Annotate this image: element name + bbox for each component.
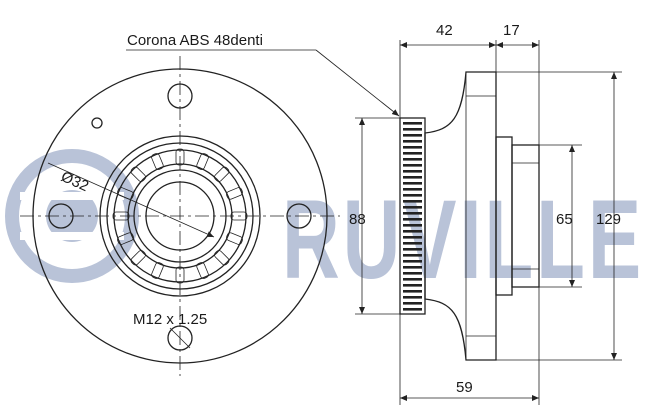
abs-tooth (403, 200, 422, 203)
abs-tooth (403, 146, 422, 149)
abs-ring-teeth (403, 122, 422, 311)
abs-tooth (403, 236, 422, 239)
abs-tooth (403, 182, 422, 185)
abs-tooth (403, 254, 422, 257)
bearing-roller (226, 187, 243, 200)
bearing-roller (130, 166, 146, 182)
abs-tooth (403, 188, 422, 191)
hub-pilot (511, 144, 540, 288)
abs-tooth (403, 170, 422, 173)
abs-tooth (403, 152, 422, 155)
small-pin-hole (91, 117, 103, 129)
dim-129-label: 129 (596, 211, 621, 228)
abs-tooth (403, 224, 422, 227)
abs-tooth (403, 122, 422, 125)
abs-tooth (403, 272, 422, 275)
abs-tooth (403, 134, 422, 137)
dim-65-label: 65 (556, 211, 573, 228)
abs-tooth (403, 128, 422, 131)
abs-tooth (403, 290, 422, 293)
abs-tooth (403, 206, 422, 209)
abs-tooth (403, 284, 422, 287)
abs-tooth (403, 194, 422, 197)
bearing-roller (112, 211, 130, 221)
bearing-roller (196, 262, 209, 279)
abs-ring-label: Corona ABS 48denti (127, 32, 263, 49)
bearing-roller (230, 211, 248, 221)
bolt-hole-top (167, 83, 193, 109)
bearing-roller (214, 250, 230, 266)
dim-17-label: 17 (503, 22, 520, 39)
bearing-roller (151, 153, 164, 170)
hub-bore (145, 181, 215, 251)
bearing-roller (226, 232, 243, 245)
bearing-outer-ring (99, 135, 261, 297)
dim-59-label: 59 (456, 379, 473, 396)
abs-tooth (403, 140, 422, 143)
bolt-hole-bottom (167, 325, 193, 351)
thread-label: M12 x 1.25 (133, 311, 207, 328)
dimension-lines (126, 40, 622, 405)
abs-tooth (403, 266, 422, 269)
bearing-roller (130, 250, 146, 266)
bearing-roller (175, 148, 185, 166)
abs-tooth (403, 308, 422, 311)
watermark-text: RUVILLE (282, 177, 644, 302)
abs-tooth (403, 212, 422, 215)
abs-tooth (403, 248, 422, 251)
ruville-watermark: RUVILLE (5, 149, 644, 302)
bearing-rollers (112, 148, 248, 284)
bearing-roller (214, 166, 230, 182)
abs-tooth (403, 230, 422, 233)
bearing-roller (151, 262, 164, 279)
dim-42-label: 42 (436, 22, 453, 39)
hub-front-view (20, 56, 340, 376)
bearing-roller (175, 266, 185, 284)
bearing-roller (196, 153, 209, 170)
abs-tooth (403, 278, 422, 281)
abs-tooth (403, 164, 422, 167)
abs-tooth (403, 302, 422, 305)
bolt-hole-left (48, 203, 74, 229)
abs-tooth (403, 260, 422, 263)
abs-tooth (403, 176, 422, 179)
abs-tooth (403, 158, 422, 161)
abs-tooth (403, 242, 422, 245)
dim-88-label: 88 (349, 211, 366, 228)
bearing-roller (117, 232, 134, 245)
abs-tooth (403, 296, 422, 299)
abs-tooth (403, 218, 422, 221)
bolt-hole-right (286, 203, 312, 229)
